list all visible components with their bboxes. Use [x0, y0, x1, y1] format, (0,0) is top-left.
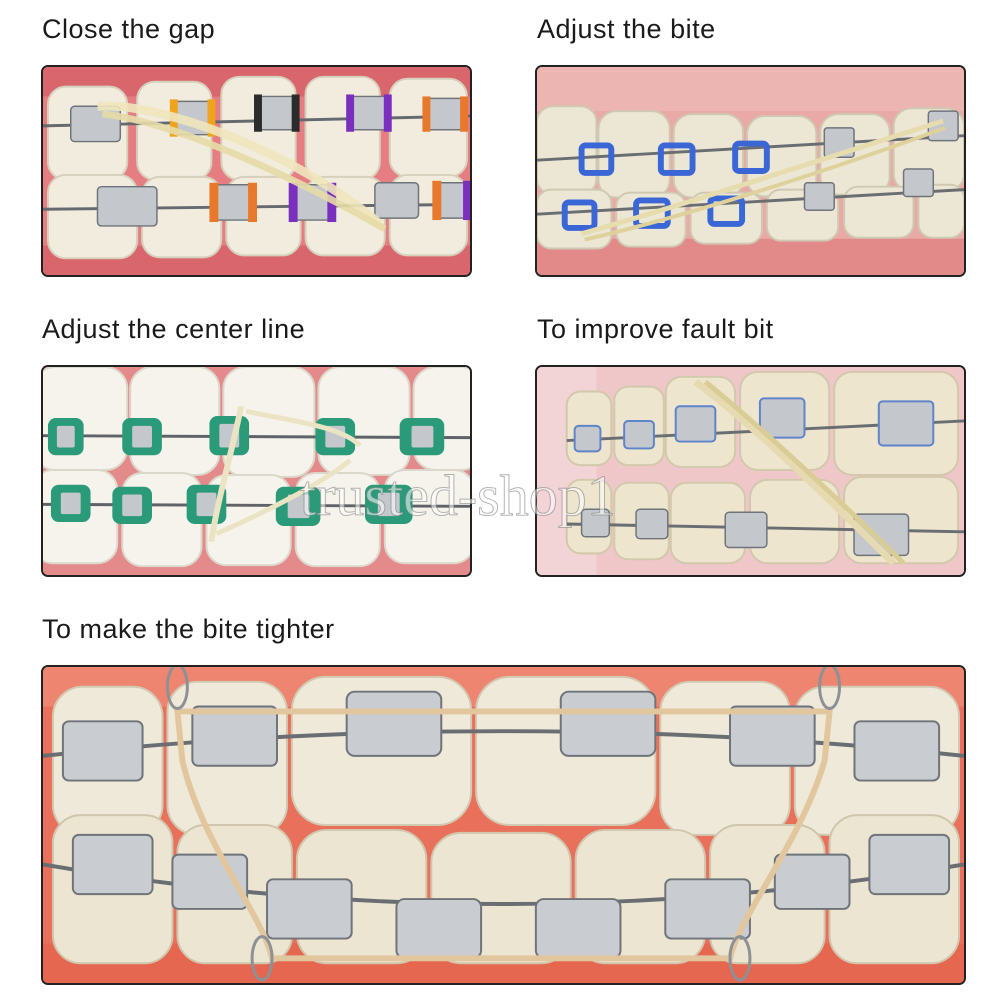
photo-close-the-gap: [41, 65, 472, 277]
caption-to-improve-fault-bit: To improve fault bit: [537, 314, 774, 344]
caption-adjust-the-bite: Adjust the bite: [537, 14, 716, 44]
caption-close-the-gap: Close the gap: [42, 14, 216, 44]
photo-to-improve-fault-bit: [535, 365, 966, 577]
caption-adjust-the-center-line: Adjust the center line: [42, 314, 306, 344]
photo-adjust-the-center-line: [41, 365, 472, 577]
caption-to-make-the-bite-tighter: To make the bite tighter: [42, 614, 335, 644]
photo-to-make-the-bite-tighter: [41, 665, 966, 985]
photo-adjust-the-bite: [535, 65, 966, 277]
